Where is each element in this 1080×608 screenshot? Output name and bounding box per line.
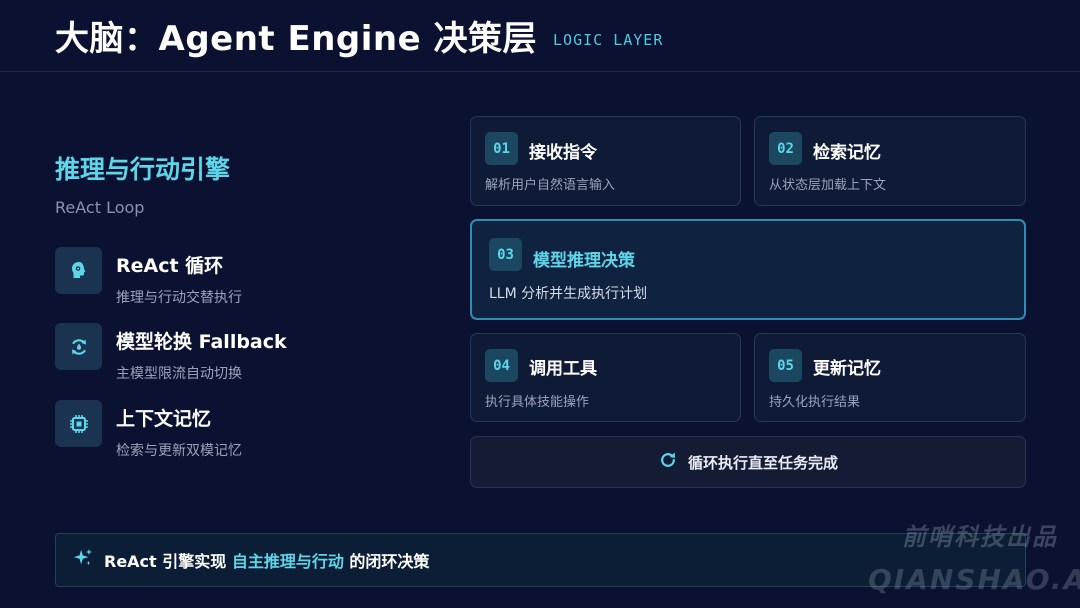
refresh-icon bbox=[658, 450, 678, 474]
step-name: 调用工具 bbox=[529, 359, 597, 379]
step-desc: LLM 分析并生成执行计划 bbox=[489, 286, 648, 302]
banner-suffix: 的闭环决策 bbox=[343, 552, 430, 571]
loop-status: 循环执行直至任务完成 bbox=[470, 436, 1026, 488]
loop-label: 循环执行直至任务完成 bbox=[687, 453, 838, 472]
header: 大脑：Agent Engine 决策层 LOGIC LAYER bbox=[0, 0, 1080, 72]
feature-react-loop: ReAct 循环 推理与行动交替执行 bbox=[55, 247, 415, 307]
sparkle-icon bbox=[72, 547, 94, 573]
step-name: 更新记忆 bbox=[813, 359, 881, 379]
step-desc: 持久化执行结果 bbox=[769, 395, 861, 410]
step-name: 模型推理决策 bbox=[533, 251, 635, 271]
section-title: 推理与行动引擎 bbox=[55, 155, 231, 184]
page-title: 大脑：Agent Engine 决策层 bbox=[55, 19, 538, 59]
banner-highlight: 自主推理与行动 bbox=[231, 552, 344, 571]
memory-chip-icon bbox=[55, 400, 102, 447]
feature-name: 模型轮换 Fallback bbox=[116, 331, 287, 353]
feature-desc: 推理与行动交替执行 bbox=[116, 290, 242, 306]
step-desc: 从状态层加载上下文 bbox=[769, 178, 887, 193]
banner-text: ReAct 引擎实现 自主推理与行动 的闭环决策 bbox=[104, 548, 429, 572]
fallback-cycle-icon bbox=[55, 323, 102, 370]
feature-context-memory: 上下文记忆 检索与更新双模记忆 bbox=[55, 400, 415, 460]
feature-desc: 主模型限流自动切换 bbox=[116, 366, 242, 382]
page-subtitle: LOGIC LAYER bbox=[553, 30, 664, 49]
banner-prefix: ReAct 引擎实现 bbox=[104, 552, 232, 571]
step-desc: 执行具体技能操作 bbox=[485, 395, 590, 410]
step-number: 01 bbox=[485, 132, 518, 165]
step-number: 02 bbox=[769, 132, 802, 165]
step-number: 03 bbox=[489, 238, 522, 271]
step-name: 检索记忆 bbox=[813, 143, 881, 163]
step-card-02: 02 检索记忆 从状态层加载上下文 bbox=[754, 116, 1026, 206]
feature-model-fallback: 模型轮换 Fallback 主模型限流自动切换 bbox=[55, 323, 415, 383]
step-card-03: 03 模型推理决策 LLM 分析并生成执行计划 bbox=[470, 219, 1026, 320]
feature-desc: 检索与更新双模记忆 bbox=[116, 443, 242, 459]
watermark-line2: QIANSHAO.AI bbox=[868, 563, 1080, 596]
section-subtitle: ReAct Loop bbox=[55, 198, 145, 217]
step-number: 04 bbox=[485, 349, 518, 382]
summary-banner: ReAct 引擎实现 自主推理与行动 的闭环决策 bbox=[55, 533, 1026, 587]
step-card-01: 01 接收指令 解析用户自然语言输入 bbox=[470, 116, 741, 206]
step-card-04: 04 调用工具 执行具体技能操作 bbox=[470, 333, 741, 422]
step-number: 05 bbox=[769, 349, 802, 382]
step-name: 接收指令 bbox=[529, 143, 597, 163]
brain-head-icon bbox=[55, 247, 102, 294]
feature-name: 上下文记忆 bbox=[116, 408, 212, 430]
step-card-05: 05 更新记忆 持久化执行结果 bbox=[754, 333, 1026, 422]
watermark-line1: 前哨科技出品 bbox=[902, 523, 1058, 551]
step-desc: 解析用户自然语言输入 bbox=[485, 178, 616, 193]
feature-name: ReAct 循环 bbox=[116, 255, 224, 277]
